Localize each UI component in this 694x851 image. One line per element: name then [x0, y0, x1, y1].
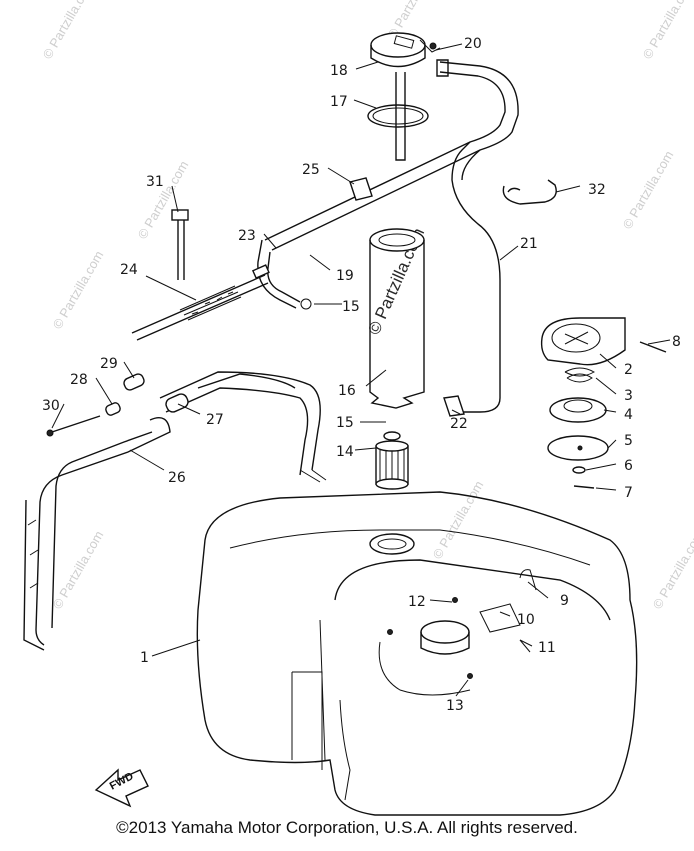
callout-3: 3 — [624, 388, 633, 404]
tank-straps — [23, 371, 327, 651]
callout-13: 13 — [446, 698, 464, 714]
callout-7: 7 — [624, 485, 633, 501]
callout-16: 16 — [338, 383, 356, 399]
callout-22: 22 — [450, 416, 468, 432]
callout-20: 20 — [464, 36, 482, 52]
callout-2: 2 — [624, 362, 633, 378]
callout-6: 6 — [624, 458, 633, 474]
watermark: © Partzilla.com — [50, 248, 107, 331]
fuel-tank-1 — [196, 491, 638, 816]
watermark: © Partzilla.com — [40, 0, 97, 62]
fuel-cap-assembly — [367, 32, 441, 161]
fuel-filter-14 — [375, 431, 409, 490]
watermark: © Partzilla.com — [430, 478, 487, 561]
fwd-direction-marker: FWD — [94, 768, 149, 808]
fwd-label: FWD — [108, 770, 136, 792]
clip-25 — [349, 177, 373, 201]
callout-8: 8 — [672, 334, 681, 350]
watermark: © Partzilla.com — [50, 528, 107, 611]
leader-lines — [51, 43, 671, 697]
clamp-22 — [443, 395, 465, 417]
callout-25: 25 — [302, 162, 320, 178]
watermark: © Partzilla.com — [135, 158, 192, 241]
callout-5: 5 — [624, 433, 633, 449]
callout-17: 17 — [330, 94, 348, 110]
callout-24: 24 — [120, 262, 138, 278]
callout-32: 32 — [588, 182, 606, 198]
watermark: © Partzilla.com — [650, 528, 694, 611]
strainer-tube-16 — [369, 228, 425, 409]
linkage-rod — [131, 264, 270, 341]
callout-31: 31 — [146, 174, 164, 190]
callout-14: 14 — [336, 444, 354, 460]
callout-30: 30 — [42, 398, 60, 414]
clamp-32 — [502, 179, 557, 205]
watermark: © Partzilla.com — [620, 148, 677, 231]
vent-hoses — [257, 59, 519, 413]
watermark-group: © Partzilla.com © Partzilla.com © Partzi… — [40, 0, 694, 612]
callout-11: 11 — [538, 640, 556, 656]
callout-4: 4 — [624, 407, 633, 423]
watermark: © Partzilla.com — [640, 0, 694, 62]
callout-10: 10 — [517, 612, 535, 628]
bolt-31 — [171, 209, 189, 280]
callout-26: 26 — [168, 470, 186, 486]
callout-15: 15 — [336, 415, 354, 431]
callout-labels: 1 2 3 4 5 6 7 8 9 10 11 12 13 14 15 15 1… — [42, 36, 681, 714]
callout-15-upper: 15 — [342, 299, 360, 315]
callout-12: 12 — [408, 594, 426, 610]
callout-29: 29 — [100, 356, 118, 372]
callout-9: 9 — [560, 593, 569, 609]
callout-21: 21 — [520, 236, 538, 252]
callout-18: 18 — [330, 63, 348, 79]
callout-19: 19 — [336, 268, 354, 284]
callout-1: 1 — [140, 650, 149, 666]
callout-27: 27 — [206, 412, 224, 428]
callout-23: 23 — [238, 228, 256, 244]
callout-28: 28 — [70, 372, 88, 388]
copyright-notice: ©2013 Yamaha Motor Corporation, U.S.A. A… — [116, 818, 578, 837]
filler-cap-parts — [540, 317, 667, 489]
